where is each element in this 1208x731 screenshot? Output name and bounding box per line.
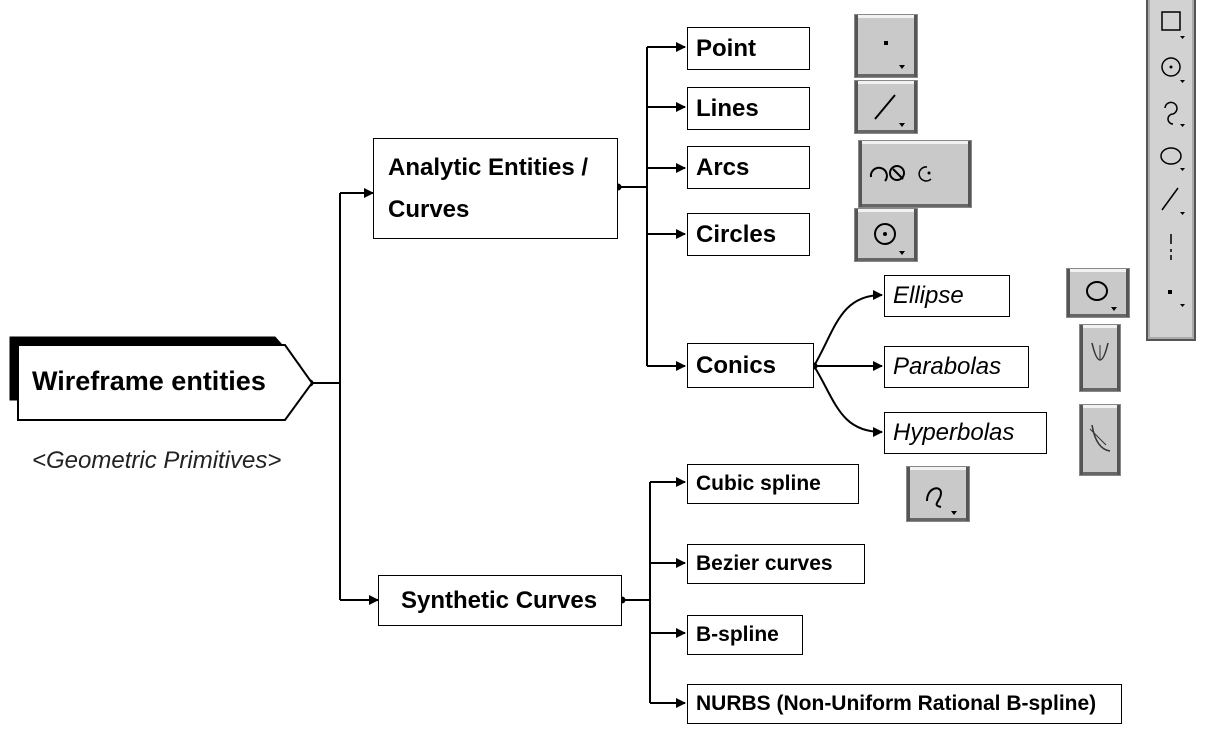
cubic-spline-node: Cubic spline bbox=[687, 464, 859, 504]
arc-icon[interactable] bbox=[1156, 94, 1186, 130]
line-icon[interactable] bbox=[1156, 182, 1186, 218]
analytic-node-line2: Curves bbox=[388, 195, 470, 223]
synthetic-curves-node: Synthetic Curves bbox=[378, 575, 622, 626]
root-node-subtitle: <Geometric Primitives> bbox=[32, 447, 282, 474]
nurbs-node: NURBS (Non-Uniform Rational B-spline) bbox=[687, 684, 1122, 724]
point-node: Point bbox=[687, 27, 810, 70]
arcs-node: Arcs bbox=[687, 146, 810, 189]
parabola-tool-icon bbox=[1079, 324, 1121, 392]
parabolas-node: Parabolas bbox=[884, 346, 1029, 388]
sketch-toolbar bbox=[1146, 0, 1196, 341]
ellipse-tool-icon bbox=[1066, 268, 1130, 318]
point-tool-icon bbox=[854, 14, 918, 78]
hyperbola-tool-icon bbox=[1079, 404, 1121, 476]
root-node-title: Wireframe entities bbox=[32, 366, 266, 396]
centerline-icon[interactable] bbox=[1156, 228, 1186, 264]
ellipse-node: Ellipse bbox=[884, 275, 1010, 317]
circle-icon[interactable] bbox=[1156, 50, 1186, 86]
hyperbolas-node: Hyperbolas bbox=[884, 412, 1047, 454]
ellipse-icon[interactable] bbox=[1156, 138, 1186, 174]
line-tool-icon bbox=[854, 80, 918, 134]
arc-tools-icon bbox=[858, 140, 972, 208]
analytic-entities-node: Analytic Entities / Curves bbox=[373, 138, 618, 239]
circle-tool-icon bbox=[854, 208, 918, 262]
bezier-curves-node: Bezier curves bbox=[687, 544, 865, 584]
circles-node: Circles bbox=[687, 213, 810, 256]
root-node-shape bbox=[17, 344, 314, 421]
rectangle-icon[interactable] bbox=[1156, 6, 1186, 42]
analytic-node-line1: Analytic Entities / bbox=[388, 153, 589, 181]
conics-node: Conics bbox=[687, 343, 814, 388]
spline-tool-icon bbox=[906, 466, 970, 522]
point-icon[interactable] bbox=[1156, 274, 1186, 310]
lines-node: Lines bbox=[687, 87, 810, 130]
b-spline-node: B-spline bbox=[687, 615, 803, 655]
